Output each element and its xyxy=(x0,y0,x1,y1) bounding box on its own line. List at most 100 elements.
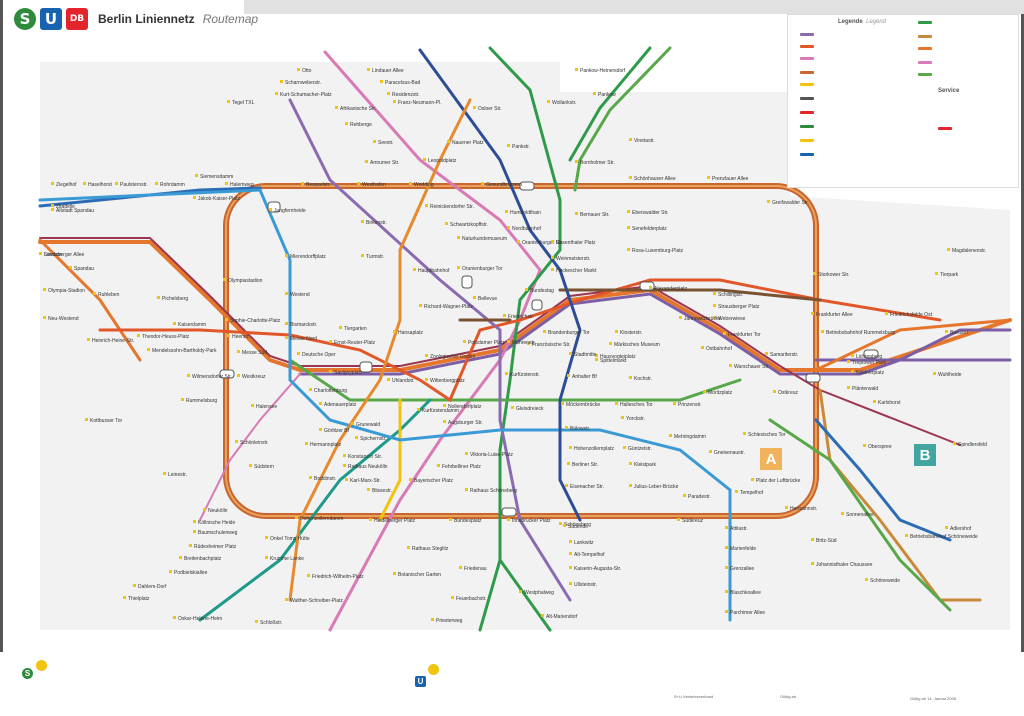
station-label[interactable]: Altstadt Spandau xyxy=(56,208,94,214)
station-label[interactable]: Berliner Str. xyxy=(572,462,598,468)
station-label[interactable]: Neu-Westend xyxy=(48,316,79,322)
station-label[interactable]: Paradestr. xyxy=(688,494,711,500)
station-label[interactable]: Hausvogteiplatz xyxy=(600,354,636,360)
station-label[interactable]: Reinickendorfer Str. xyxy=(430,204,474,210)
station-label[interactable]: Wuhlheide xyxy=(938,372,962,378)
station-label[interactable]: Heidelberger Platz xyxy=(374,518,416,524)
station-label[interactable]: Betriebsbahnhof Rummelsburg xyxy=(826,330,895,336)
station-label[interactable]: Osloer Str. xyxy=(478,106,502,112)
station-label[interactable]: Hansaplatz xyxy=(398,330,424,336)
station-label[interactable]: Rosa-Luxemburg-Platz xyxy=(632,248,684,254)
station-label[interactable]: Friedenau xyxy=(464,566,487,572)
station-label[interactable]: Marienfelde xyxy=(730,546,756,552)
station-label[interactable]: Rehberge xyxy=(350,122,372,128)
station-label[interactable]: Hackescher Markt xyxy=(556,268,597,274)
station-label[interactable]: Schloßstr. xyxy=(260,620,282,626)
station-label[interactable]: Grunewald xyxy=(356,422,380,428)
station-label[interactable]: Neukölln xyxy=(208,508,228,514)
station-label[interactable]: Leopoldplatz xyxy=(428,158,457,164)
station-label[interactable]: Weinmeisterstr. xyxy=(556,256,590,262)
station-label[interactable]: Karl-Marx-Str. xyxy=(350,478,381,484)
station-label[interactable]: Kaiserdamm xyxy=(178,322,206,328)
station-label[interactable]: Schönleinstr. xyxy=(240,440,269,446)
station-label[interactable]: Messe Süd xyxy=(242,350,267,356)
station-label[interactable]: Hohenzollerndamm xyxy=(300,516,343,522)
station-label[interactable]: Paracelsus-Bad xyxy=(385,80,421,86)
station-label[interactable]: Wilmersdorfer Str. xyxy=(192,374,232,380)
station-label[interactable]: Afrikanische Str. xyxy=(340,106,376,112)
station-label[interactable]: Rüdesheimer Platz xyxy=(194,544,237,550)
station-label[interactable]: Gleisdreieck xyxy=(516,406,544,412)
station-label[interactable]: Turmstr. xyxy=(366,254,384,260)
station-label[interactable]: Mierendorffplatz xyxy=(290,254,326,260)
station-label[interactable]: Botanischer Garten xyxy=(398,572,441,578)
station-label[interactable]: Strausberger Platz xyxy=(718,304,760,310)
station-label[interactable]: Rohrdamm xyxy=(160,182,185,188)
station-label[interactable]: Bernauer Str. xyxy=(580,212,609,218)
station-label[interactable]: Ruhleben xyxy=(98,292,120,298)
station-label[interactable]: Zitadelle xyxy=(56,204,75,210)
station-label[interactable]: Friedrichstr. xyxy=(508,314,534,320)
station-label[interactable]: Messe Nord xyxy=(290,336,317,342)
station-label[interactable]: Alexanderplatz xyxy=(654,286,688,292)
station-label[interactable]: Breitenbachplatz xyxy=(184,556,222,562)
station-label[interactable]: Köllnische Heide xyxy=(198,520,235,526)
station-label[interactable]: Rathaus Neukölln xyxy=(348,464,388,470)
station-label[interactable]: Uhlandstr. xyxy=(392,378,415,384)
station-label[interactable]: Baumschulenweg xyxy=(198,530,238,536)
station-label[interactable]: Kaiserin-Augusta-Str. xyxy=(574,566,621,572)
station-label[interactable]: Onkel Toms Hütte xyxy=(270,536,310,542)
station-label[interactable]: Jannowitzbrücke xyxy=(684,316,721,322)
station-label[interactable]: Hermannstr. xyxy=(790,506,817,512)
station-label[interactable]: Westhafen xyxy=(362,182,386,188)
station-label[interactable]: Franz-Neumann-Pl. xyxy=(398,100,442,106)
station-label[interactable]: Adlershof xyxy=(950,526,972,532)
station-label[interactable]: Görlitzer Bf xyxy=(324,428,350,434)
station-label[interactable]: Landsberger Allee xyxy=(44,252,85,258)
station-label[interactable]: Feuerbachstr. xyxy=(456,596,487,602)
station-label[interactable]: Leinestr. xyxy=(168,472,187,478)
station-label[interactable]: Eberswalder Str. xyxy=(632,210,669,216)
station-label[interactable]: Blaschkoallee xyxy=(730,590,761,596)
station-label[interactable]: Gesundbrunnen xyxy=(486,182,522,188)
station-label[interactable]: Wollankstr. xyxy=(552,100,576,106)
station-label[interactable]: Hermannplatz xyxy=(310,442,342,448)
station-label[interactable]: Mehringdamm xyxy=(674,434,706,440)
station-label[interactable]: Zoologischer Garten xyxy=(430,354,476,360)
station-label[interactable]: Ziegelhof xyxy=(56,182,77,188)
station-label[interactable]: Greifswalder Str. xyxy=(772,200,809,206)
station-label[interactable]: Spindlersfeld xyxy=(958,442,987,448)
station-label[interactable]: Rathaus Schöneberg xyxy=(470,488,517,494)
station-label[interactable]: Französische Str. xyxy=(532,342,571,348)
station-label[interactable]: Bundestag xyxy=(530,288,554,294)
station-label[interactable]: Spandau xyxy=(74,266,94,272)
station-label[interactable]: Grenzallee xyxy=(730,566,754,572)
station-label[interactable]: Walther-Schreiber-Platz xyxy=(290,598,343,604)
station-label[interactable]: Seestr. xyxy=(378,140,394,146)
station-label[interactable]: Spittelmarkt xyxy=(600,358,627,364)
station-label[interactable]: Bayerischer Platz xyxy=(414,478,453,484)
station-label[interactable]: Heerstr. xyxy=(232,334,250,340)
station-label[interactable]: Eisenacher Str. xyxy=(570,484,604,490)
station-label[interactable]: Paulsternstr. xyxy=(120,182,148,188)
station-label[interactable]: Augsburger Str. xyxy=(448,420,483,426)
station-label[interactable]: Platz der Luftbrücke xyxy=(756,478,801,484)
station-label[interactable]: Oranienburger Tor xyxy=(462,266,503,272)
station-label[interactable]: Innsbrucker Platz xyxy=(512,518,551,524)
station-label[interactable]: Siemensdamm xyxy=(200,174,233,180)
station-label[interactable]: Attilastr. xyxy=(730,526,748,532)
station-label[interactable]: Klosterstr. xyxy=(620,330,642,336)
station-label[interactable]: Pankstr. xyxy=(512,144,530,150)
station-label[interactable]: Friedrichsfelde Ost xyxy=(890,312,933,318)
station-label[interactable]: Ullsteinstr. xyxy=(574,582,597,588)
station-label[interactable]: Kochstr. xyxy=(634,376,652,382)
station-label[interactable]: Pankow-Heinersdorf xyxy=(580,68,626,74)
station-label[interactable]: Scharnweberstr. xyxy=(285,80,321,86)
station-label[interactable]: Fehrbelliner Platz xyxy=(442,464,481,470)
station-label[interactable]: Oskar-Helene-Heim xyxy=(178,616,222,622)
station-label[interactable]: Ostbahnhof xyxy=(706,346,732,352)
station-label[interactable]: Schönhauser Allee xyxy=(634,176,676,182)
station-label[interactable]: Johannisthaler Chaussee xyxy=(816,562,873,568)
station-label[interactable]: Parchimer Allee xyxy=(730,610,765,616)
